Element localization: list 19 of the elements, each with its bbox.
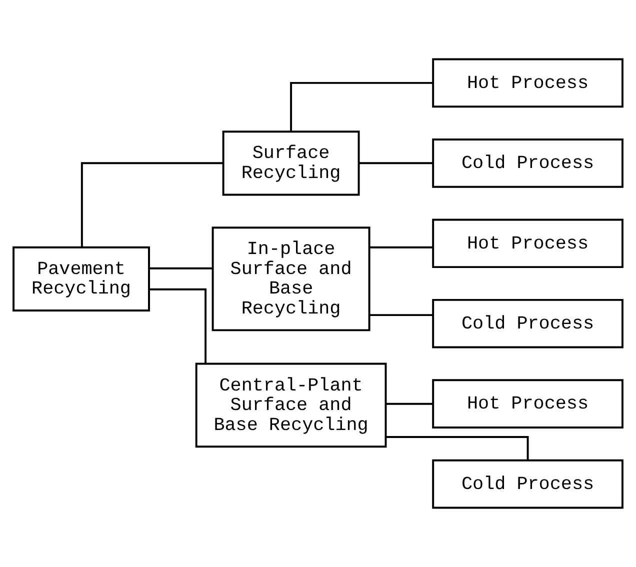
node-box: Pavement Recycling <box>12 246 150 312</box>
connector <box>149 288 207 364</box>
node-box: In-place Surface and Base Recycling <box>212 226 370 332</box>
node-box: Central-Plant Surface and Base Recycling <box>195 362 387 448</box>
node-box: Cold Process <box>432 138 624 188</box>
node-box: Surface Recycling <box>222 130 360 196</box>
connector <box>358 162 434 164</box>
node-box: Hot Process <box>432 218 624 268</box>
connector <box>370 314 433 316</box>
connector <box>386 436 529 460</box>
connector <box>290 82 433 132</box>
connector <box>80 162 224 248</box>
connector <box>370 246 433 248</box>
connector <box>149 267 213 270</box>
node-box: Cold Process <box>432 459 624 509</box>
node-box: Hot Process <box>432 379 624 428</box>
node-box: Hot Process <box>432 58 624 108</box>
connector <box>386 402 433 405</box>
node-box: Cold Process <box>432 298 624 348</box>
